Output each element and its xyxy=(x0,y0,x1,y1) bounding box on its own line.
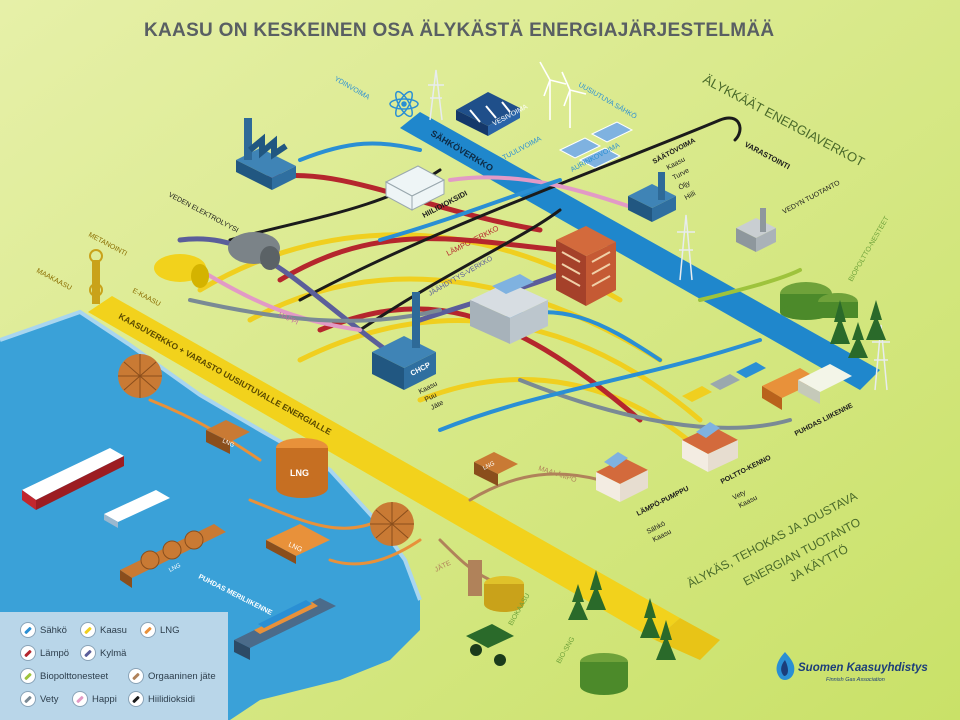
gas-icon xyxy=(80,622,96,638)
legend-color-swatch xyxy=(84,649,92,657)
legend-color-swatch xyxy=(24,672,32,680)
cruise-ship-icon xyxy=(22,448,124,510)
bus-icon xyxy=(798,364,852,404)
lng-barge-icon xyxy=(266,524,330,564)
legend-item-gas: Kaasu xyxy=(80,622,127,638)
regulating-item-4: Hiili xyxy=(684,190,698,202)
spherical-gas-tank-icon xyxy=(118,354,414,546)
legend-label: Vety xyxy=(40,693,59,705)
house-icon xyxy=(596,452,648,502)
pylons xyxy=(428,69,890,391)
legend-item-heat: Lämpö xyxy=(20,645,69,661)
legend-item-hydrogen: Vety xyxy=(20,691,59,707)
truck-icon xyxy=(762,368,820,410)
legend-label: Kylmä xyxy=(100,647,127,659)
logo-name: Suomen Kaasuyhdistys xyxy=(798,662,928,674)
car-icon xyxy=(682,362,766,402)
biofuels-icon xyxy=(20,668,36,684)
sea-shore xyxy=(0,309,422,601)
factory-icon xyxy=(236,118,296,190)
tractor-icon xyxy=(466,624,514,666)
electricity-grid-band xyxy=(400,112,880,390)
legend-color-swatch xyxy=(24,695,32,703)
gas-grid-end xyxy=(655,618,720,660)
logo-flame-icon xyxy=(776,652,795,680)
wind-turbine-icon xyxy=(539,61,587,128)
co2-icon xyxy=(128,691,144,707)
legend-item-oxygen: Happi xyxy=(72,691,117,707)
oxygen-icon xyxy=(72,691,88,707)
gas-grid-band xyxy=(88,296,680,640)
heat-icon xyxy=(20,645,36,661)
house-fuel-cell-icon xyxy=(682,422,738,472)
small-ship-icon xyxy=(104,490,170,528)
page-title: KAASU ON KESKEINEN OSA ÄLYKÄSTÄ ENERGIAJ… xyxy=(144,20,775,41)
legend-item-electricity: Sähkö xyxy=(20,622,67,638)
hydrogen-production-icon xyxy=(736,208,776,252)
legend-label: Kaasu xyxy=(100,624,127,636)
lng-ship-label: LNG xyxy=(168,563,182,574)
legend-label: Biopolttonesteet xyxy=(40,670,109,682)
legend: Sähkö Kaasu LNG Lämpö Kylmä Biopolttones… xyxy=(0,612,228,720)
electrolysis-tank-icon xyxy=(228,232,280,270)
legend-item-organic-waste: Orgaaninen jäte xyxy=(128,668,216,684)
bio-sng-plant-icon xyxy=(580,653,628,695)
nuclear-icon xyxy=(389,90,419,118)
legend-color-swatch xyxy=(144,626,152,634)
legend-label: Orgaaninen jäte xyxy=(148,670,216,682)
legend-item-co2: Hiilidioksidi xyxy=(128,691,195,707)
hydro-dam-icon xyxy=(456,92,520,136)
tree-icon xyxy=(568,300,886,660)
solar-panel-icon xyxy=(558,121,634,169)
legend-color-swatch xyxy=(132,695,140,703)
container-ship-icon xyxy=(234,598,336,660)
electricity-icon xyxy=(20,622,36,638)
legend-label: LNG xyxy=(160,624,180,636)
valve-icon xyxy=(89,249,103,304)
lng-truck-icon xyxy=(206,420,518,486)
lng-tank-icon xyxy=(276,438,328,498)
legend-item-biofuels: Biopolttonesteet xyxy=(20,668,108,684)
lng-truck-label: LNG xyxy=(221,438,235,449)
hydrogen-icon xyxy=(20,691,36,707)
cold-icon xyxy=(80,645,96,661)
legend-color-swatch xyxy=(132,672,140,680)
apartment-building-icon xyxy=(556,226,616,306)
logo-subtitle: Finnish Gas Association xyxy=(826,677,885,683)
lng-icon xyxy=(140,622,156,638)
office-building-icon xyxy=(470,274,548,344)
chcp-plant-icon xyxy=(372,292,436,390)
legend-color-swatch xyxy=(84,626,92,634)
legend-color-swatch xyxy=(24,649,32,657)
legend-label: Sähkö xyxy=(40,624,67,636)
chcp-item-2: Puu xyxy=(424,392,438,404)
legend-label: Happi xyxy=(92,693,117,705)
egas-tank-icon xyxy=(154,254,209,288)
biogas-plant-icon xyxy=(468,560,524,612)
biofuel-tanks-icon xyxy=(780,282,858,320)
legend-label: Hiilidioksidi xyxy=(148,693,195,705)
lng-small-label: LNG xyxy=(482,461,496,472)
lng-tank-label: LNG xyxy=(290,468,309,478)
association-logo: Suomen Kaasuyhdistys Finnish Gas Associa… xyxy=(768,650,928,695)
legend-item-cold: Kylmä xyxy=(80,645,126,661)
regulating-power-plant-icon xyxy=(628,172,676,222)
legend-label: Lämpö xyxy=(40,647,70,659)
lng-tanker-icon xyxy=(120,524,226,588)
legend-item-lng: LNG xyxy=(140,622,180,638)
legend-color-swatch xyxy=(76,695,84,703)
organic-waste-icon xyxy=(128,668,144,684)
greenhouse-icon xyxy=(384,165,446,211)
legend-color-swatch xyxy=(24,626,32,634)
